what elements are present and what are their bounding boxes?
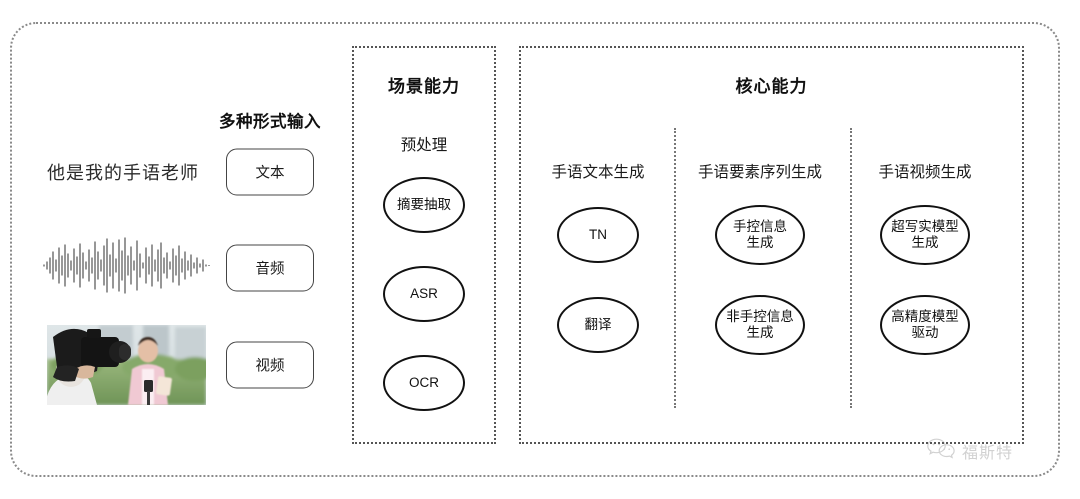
- core-node-tn[interactable]: TN: [557, 207, 639, 263]
- scene-node-ocr[interactable]: OCR: [383, 355, 465, 411]
- core-node-tn-label: TN: [589, 226, 607, 242]
- core-column-divider-1: [674, 128, 676, 408]
- scene-capability-panel: 场景能力: [352, 46, 496, 444]
- wechat-icon: [926, 437, 956, 464]
- input-chip-audio-label: 音频: [255, 261, 285, 278]
- sample-sentence-text: 他是我的手语老师: [47, 163, 199, 183]
- core-node-high-precision-model-driving-label: 高精度模型驱动: [891, 308, 959, 340]
- watermark-text: 福斯特: [962, 444, 1014, 462]
- scene-node-asr-label: ASR: [410, 285, 438, 301]
- input-chip-video[interactable]: 视频: [226, 341, 314, 389]
- core-node-translation-label: 翻译: [584, 316, 612, 332]
- input-chip-video-label: 视频: [255, 358, 285, 375]
- input-chip-audio[interactable]: 音频: [226, 244, 314, 292]
- input-chip-text[interactable]: 文本: [226, 148, 314, 196]
- core-node-manual-info-generation[interactable]: 手控信息生成: [715, 205, 805, 265]
- core-node-high-precision-model-driving[interactable]: 高精度模型驱动: [880, 295, 970, 355]
- core-node-photorealistic-model-generation[interactable]: 超写实模型生成: [880, 205, 970, 265]
- core-column-header-sign-element-sequence-generation: 手语要素序列生成: [697, 164, 823, 181]
- core-node-photorealistic-model-generation-label: 超写实模型生成: [891, 218, 959, 250]
- scene-node-ocr-label: OCR: [409, 374, 439, 390]
- core-node-manual-info-generation-label: 手控信息生成: [733, 218, 787, 250]
- watermark: 福斯特: [926, 437, 1013, 464]
- scene-node-summary-extraction-label: 摘要抽取: [397, 196, 451, 212]
- core-node-translation[interactable]: 翻译: [557, 297, 639, 353]
- outer-frame: [10, 22, 1060, 477]
- scene-node-asr[interactable]: ASR: [383, 266, 465, 322]
- scene-column-header-preprocessing: 预处理: [400, 137, 448, 154]
- audio-waveform: [42, 236, 212, 301]
- scene-capability-title: 场景能力: [388, 77, 460, 96]
- scene-node-summary-extraction[interactable]: 摘要抽取: [383, 177, 465, 233]
- input-section-caption: 多种形式输入: [219, 113, 321, 131]
- core-column-divider-2: [850, 128, 852, 408]
- core-column-header-sign-text-generation: 手语文本生成: [551, 164, 645, 181]
- core-node-non-manual-info-generation-label: 非手控信息生成: [726, 308, 794, 340]
- core-capability-title: 核心能力: [735, 77, 808, 96]
- video-thumbnail: [47, 325, 206, 405]
- core-column-header-sign-video-generation: 手语视频生成: [878, 164, 972, 181]
- core-node-non-manual-info-generation[interactable]: 非手控信息生成: [715, 295, 805, 355]
- core-capability-panel: 核心能力: [519, 46, 1024, 444]
- input-chip-text-label: 文本: [255, 165, 285, 182]
